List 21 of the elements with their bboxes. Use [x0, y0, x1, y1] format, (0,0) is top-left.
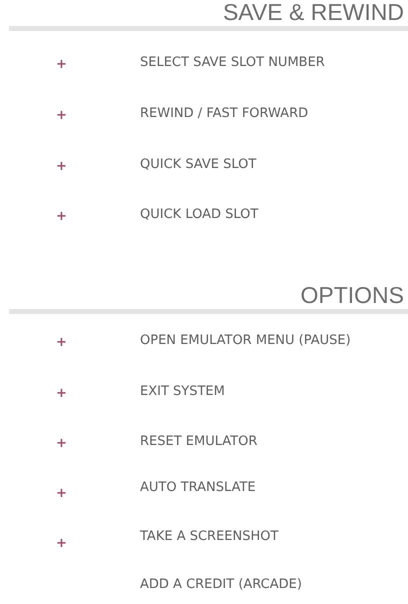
plus-sign: + [56, 58, 67, 71]
section-heading: SAVE & REWIND [222, 1, 404, 24]
action-label: ADD A CREDIT (ARCADE) [140, 578, 302, 591]
action-label: OPEN EMULATOR MENU (PAUSE) [140, 334, 351, 347]
section-heading: OPTIONS [300, 284, 404, 307]
plus-sign: + [56, 537, 67, 550]
plus-sign: + [56, 387, 67, 400]
action-label: TAKE A SCREENSHOT [140, 530, 278, 543]
plus-sign: + [56, 109, 67, 122]
action-label: QUICK SAVE SLOT [140, 158, 256, 171]
plus-sign: + [56, 160, 67, 173]
plus-sign: + [56, 437, 67, 450]
action-label: REWIND / FAST FORWARD [140, 107, 308, 120]
plus-sign: + [56, 336, 67, 349]
action-label: EXIT SYSTEM [140, 385, 225, 398]
action-label: RESET EMULATOR [140, 435, 258, 448]
action-label: AUTO TRANSLATE [140, 481, 256, 494]
plus-sign: + [56, 487, 67, 500]
action-label: SELECT SAVE SLOT NUMBER [140, 56, 325, 69]
action-label: QUICK LOAD SLOT [140, 208, 258, 221]
plus-sign: + [56, 210, 67, 223]
